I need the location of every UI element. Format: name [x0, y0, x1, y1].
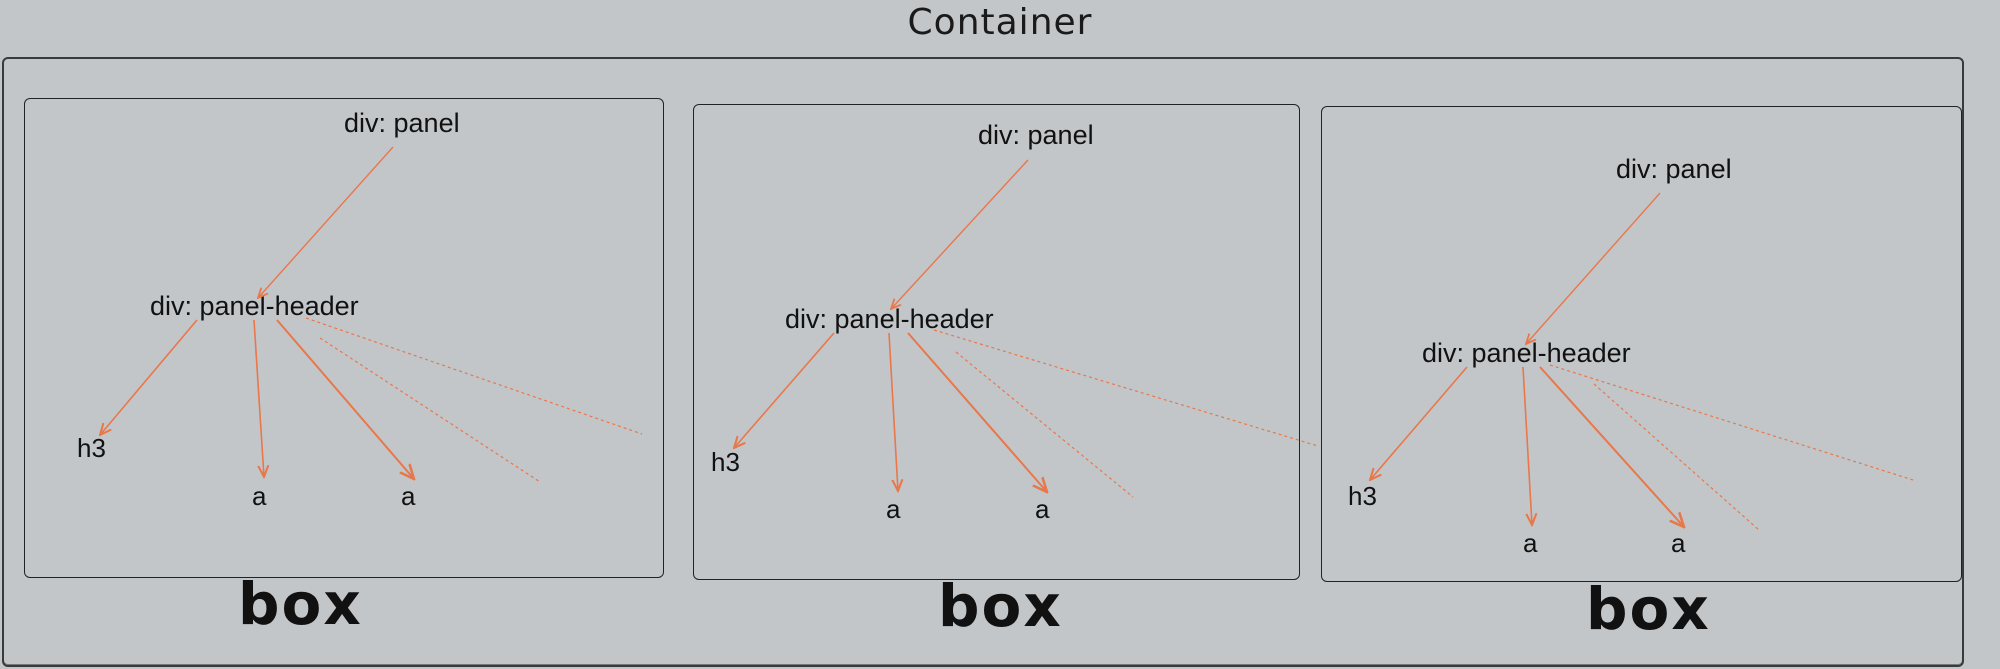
box-1-node-panel-header: div: panel-header [150, 291, 359, 321]
box-2-node-panel: div: panel [978, 120, 1094, 150]
box-1-node-a1: a [252, 481, 267, 511]
box-3-node-a2: a [1671, 528, 1686, 558]
box-3-node-a1: a [1523, 528, 1538, 558]
container-frame [2, 57, 1964, 667]
box-3-node-h3: h3 [1348, 481, 1377, 511]
box-3-node-panel-header: div: panel-header [1422, 338, 1631, 368]
box-3-label: box [1586, 575, 1711, 643]
container-title: Container [907, 2, 1093, 43]
box-1-node-a2: a [401, 481, 416, 511]
box-2-node-h3: h3 [711, 447, 740, 477]
box-2-frame [693, 104, 1300, 580]
box-3-frame [1321, 106, 1962, 582]
box-1-node-panel: div: panel [344, 108, 460, 138]
box-2-label: box [938, 572, 1063, 640]
box-2-node-panel-header: div: panel-header [785, 304, 994, 334]
box-3-node-panel: div: panel [1616, 154, 1732, 184]
box-1-frame [24, 98, 664, 578]
box-2-node-a1: a [886, 494, 901, 524]
box-1-label: box [238, 570, 363, 638]
box-1-node-h3: h3 [77, 433, 106, 463]
box-2-node-a2: a [1035, 494, 1050, 524]
